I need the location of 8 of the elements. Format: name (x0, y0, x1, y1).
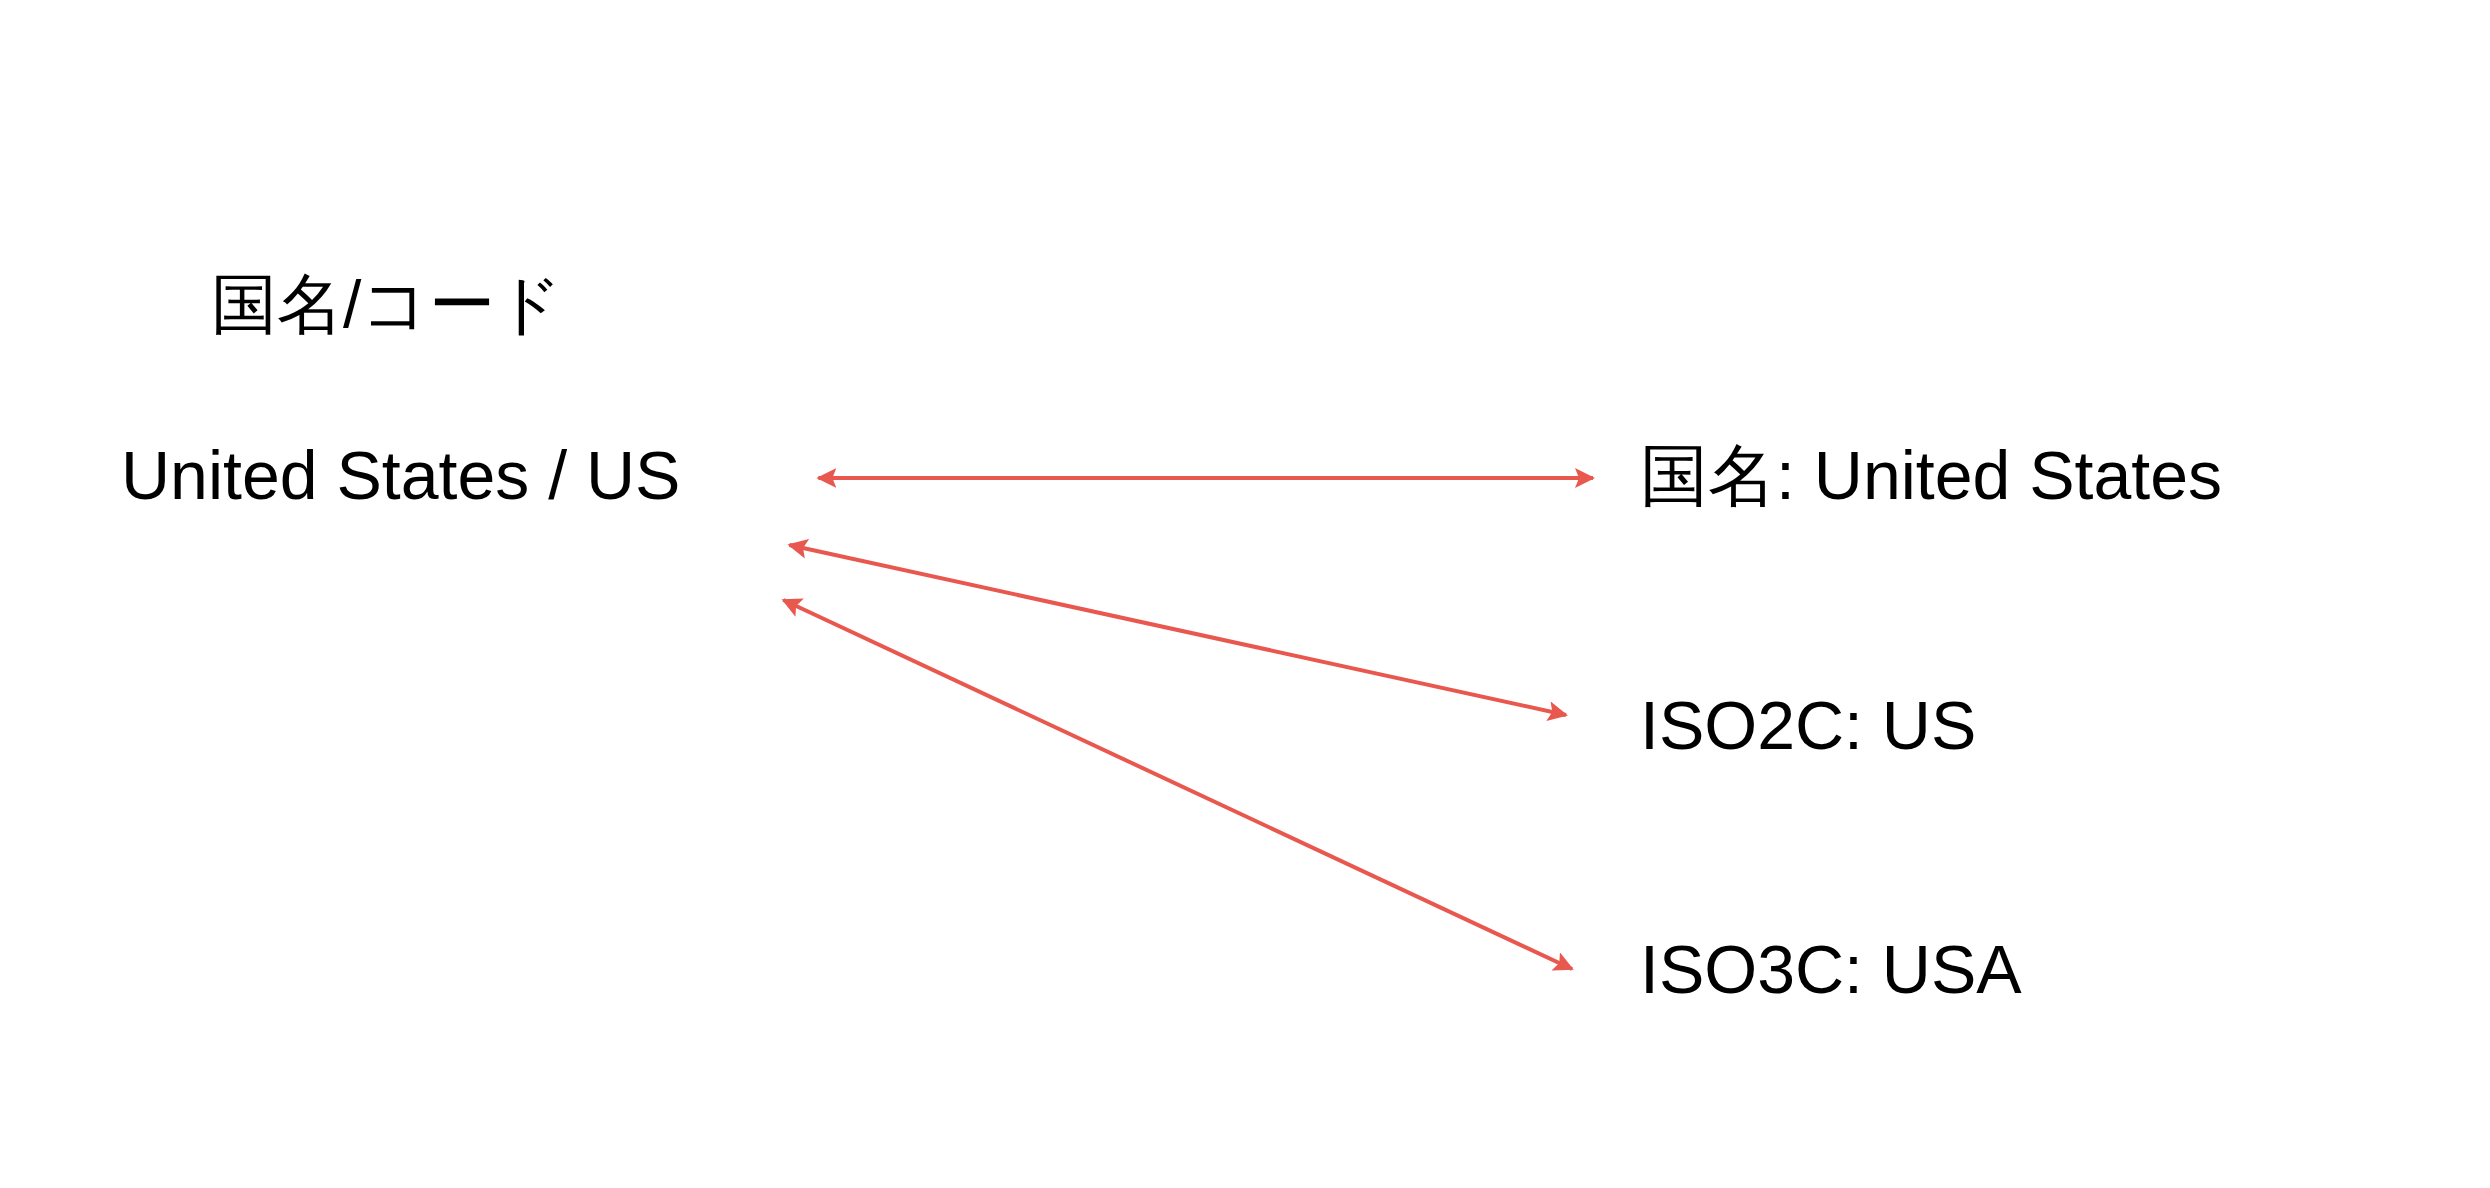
arrow (787, 539, 1568, 721)
heading: 国名/コード (211, 268, 564, 341)
arrow (781, 598, 1574, 971)
node-label: ISO3C: USA (1640, 932, 2022, 1007)
node-label: 国名: United States (1640, 438, 2223, 513)
node-label: ISO2C: US (1640, 688, 1977, 763)
arrow (816, 468, 1595, 488)
node-label: United States / US (121, 438, 681, 513)
